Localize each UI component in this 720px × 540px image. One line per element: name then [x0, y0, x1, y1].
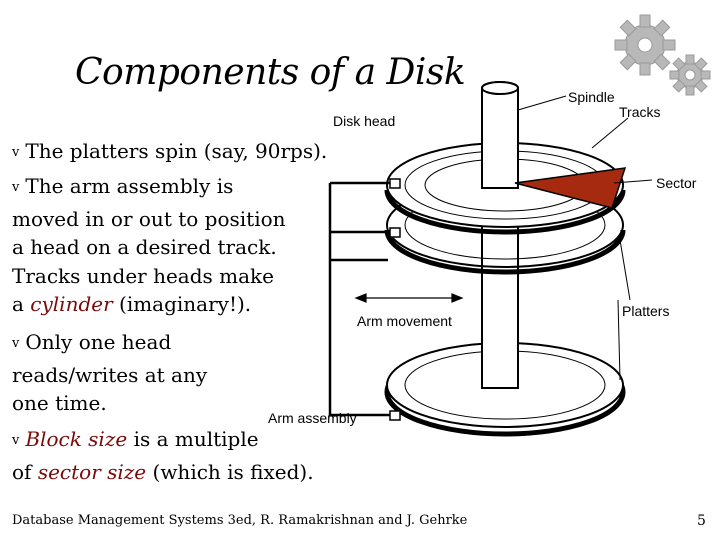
leader-lines [517, 95, 653, 381]
footer-citation: Database Management Systems 3ed, R. Rama… [12, 513, 468, 528]
bullet-line: Only one head [25, 330, 172, 354]
bullet-marker: v [12, 180, 20, 195]
bullet-text: (which is fixed). [146, 459, 314, 484]
label-arm-assembly: Arm assembly [268, 410, 357, 426]
bullet-line: reads/writes at any [12, 362, 208, 387]
bullet-marker: v [12, 145, 20, 160]
bullet-line: The arm assembly is [25, 174, 234, 198]
bullet-line: a cylinder (imaginary!). [12, 290, 286, 319]
bullet-one-head: v Only one head reads/writes at any one t… [12, 328, 207, 418]
cylinder-term: cylinder [30, 292, 113, 317]
bullet-marker: v [12, 336, 20, 351]
bullet-line: one time. [12, 391, 107, 416]
slide-title: Components of a Disk [75, 52, 466, 93]
label-arm-movement: Arm movement [357, 313, 452, 329]
gear-icon [669, 54, 711, 96]
bullet-line: moved in or out to position [12, 206, 286, 231]
bullet-arm-assembly: v The arm assembly is moved in or out to … [12, 172, 286, 319]
bullet-line: Tracks under heads make [12, 263, 274, 288]
gear-icon [614, 14, 676, 76]
label-tracks: Tracks [619, 104, 661, 120]
block-size-term: Block size [25, 427, 128, 451]
label-spindle: Spindle [568, 89, 615, 105]
label-disk-head: Disk head [333, 113, 396, 129]
bullet-line: a head on a desired track. [12, 235, 277, 260]
bullet-text: a [12, 292, 31, 317]
bullet-text: The platters spin (say, 90rps). [25, 139, 328, 163]
arm-movement-arrow [354, 293, 464, 303]
bullet-platters-spin: v The platters spin (say, 90rps). [12, 137, 327, 170]
disk-head [389, 178, 401, 421]
arm-assembly [328, 181, 393, 417]
bullet-marker: v [12, 433, 20, 448]
label-sector: Sector [656, 175, 697, 191]
label-platters: Platters [622, 303, 670, 319]
page-number: 5 [697, 513, 706, 529]
sector-size-term: sector size [37, 459, 147, 484]
bullet-text: is a multiple [127, 427, 259, 451]
bullet-text: of [12, 459, 38, 484]
bullet-block-size: v Block size is a multiple of sector size… [12, 425, 314, 486]
bullet-text: (imaginary!). [112, 292, 252, 317]
sector-wedge [514, 167, 627, 209]
